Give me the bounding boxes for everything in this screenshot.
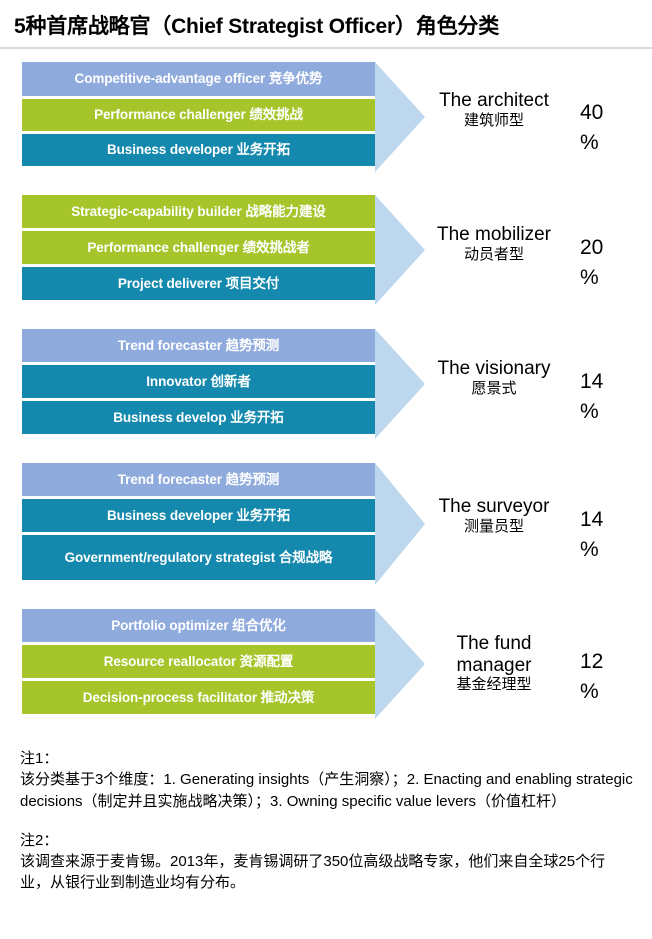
- role-bar[interactable]: Business develop 业务开拓: [22, 401, 375, 434]
- role-label-zh: 愿景式: [471, 379, 517, 397]
- role-label-en: The architect: [439, 90, 549, 111]
- percentage-symbol: %: [580, 680, 599, 704]
- footnote-body: 该调查来源于麦肯锡。2013年，麦肯锡调研了350位高级战略专家，他们来自全球2…: [20, 853, 606, 892]
- role-bar[interactable]: Project deliverer 项目交付: [22, 267, 375, 300]
- role-bar[interactable]: Resource reallocator 资源配置: [22, 645, 375, 678]
- percentage-symbol: %: [580, 266, 599, 290]
- role-label-zh: 动员者型: [463, 245, 524, 263]
- percentage-symbol: %: [580, 538, 599, 562]
- arrow-icon: [375, 195, 425, 305]
- arrow-icon: [375, 62, 425, 172]
- title-divider: [0, 47, 652, 49]
- footnote: 注2： 该调查来源于麦肯锡。2013年，麦肯锡调研了350位高级战略专家，他们来自…: [20, 830, 635, 894]
- role-label-en: The fund manager: [456, 633, 532, 676]
- role-bar[interactable]: Performance challenger 绩效挑战: [22, 99, 375, 131]
- role-label-zh: 测量员型: [463, 517, 524, 535]
- role-label-en: The mobilizer: [436, 224, 552, 245]
- role-label-en: The surveyor: [438, 496, 550, 517]
- role-bar[interactable]: Trend forecaster 趋势预测: [22, 329, 375, 362]
- arrow-icon: [375, 329, 425, 439]
- role-label-en: The visionary: [437, 358, 551, 379]
- footnote-heading: 注2：: [20, 831, 59, 849]
- percentage-value: 12%: [580, 647, 640, 708]
- footnotes: 注1： 该分类基于3个维度：1. Generating insights（产生洞察…: [20, 748, 635, 912]
- footnote: 注1： 该分类基于3个维度：1. Generating insights（产生洞察…: [20, 748, 635, 812]
- percentage-number: 12: [580, 650, 604, 673]
- percentage-number: 14: [580, 370, 604, 393]
- arrow-icon: [375, 609, 425, 719]
- role-bar[interactable]: Decision-process facilitator 推动决策: [22, 681, 375, 714]
- percentage-value: 20%: [580, 233, 640, 294]
- footnote-heading: 注1：: [20, 750, 59, 767]
- percentage-number: 40: [580, 101, 604, 124]
- role-bar[interactable]: Performance challenger 绩效挑战者: [22, 231, 375, 264]
- role-bar[interactable]: Business developer 业务开拓: [22, 499, 375, 532]
- page-title: 5种首席战略官（Chief Strategist Officer）角色分类: [14, 15, 499, 38]
- percentage-symbol: %: [580, 131, 599, 155]
- role-bar[interactable]: Government/regulatory strategist 合规战略: [22, 535, 375, 580]
- role-bar[interactable]: Business developer 业务开拓: [22, 134, 375, 166]
- role-bar[interactable]: Innovator 创新者: [22, 365, 375, 398]
- role-label-zh: 建筑师型: [463, 111, 524, 129]
- percentage-symbol: %: [580, 400, 599, 424]
- percentage-value: 40%: [580, 98, 640, 159]
- arrow-icon: [375, 463, 425, 585]
- footnote-body: 该分类基于3个维度：1. Generating insights（产生洞察）；2…: [20, 771, 633, 810]
- role-bar[interactable]: Competitive-advantage officer 竞争优势: [22, 62, 375, 96]
- percentage-value: 14%: [580, 367, 640, 428]
- percentage-number: 14: [580, 508, 604, 531]
- percentage-number: 20: [580, 236, 604, 259]
- percentage-value: 14%: [580, 505, 640, 566]
- role-bar[interactable]: Trend forecaster 趋势预测: [22, 463, 375, 496]
- role-bar[interactable]: Portfolio optimizer 组合优化: [22, 609, 375, 642]
- role-bar[interactable]: Strategic-capability builder 战略能力建设: [22, 195, 375, 228]
- role-label-zh: 基金经理型: [456, 676, 532, 694]
